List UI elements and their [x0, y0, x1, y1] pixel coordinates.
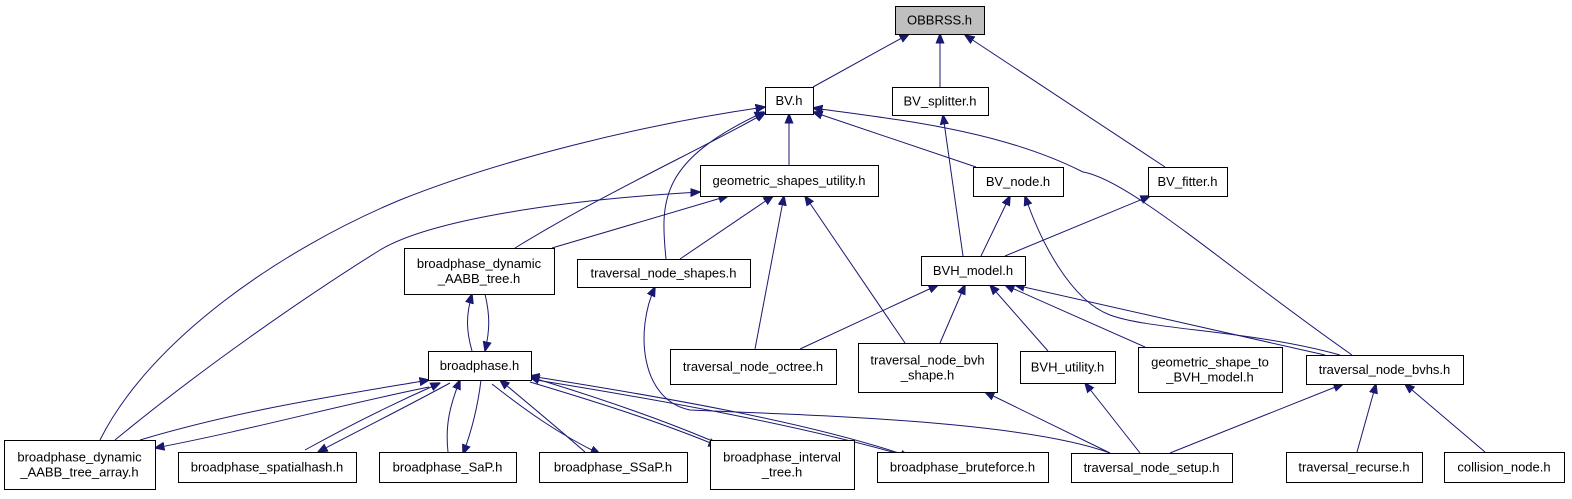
edge-broadphase-to-broadphase-bruteforce: [529, 378, 910, 457]
node-label: BV_splitter.h: [904, 94, 977, 109]
edge-traversal-node-setup-to-traversal-node-bvhs: [1169, 384, 1343, 454]
node-broadphase-h[interactable]: broadphase.h: [428, 351, 532, 381]
node-bv-fitter-h[interactable]: BV_fitter.h: [1148, 167, 1228, 197]
edge-broadphase-dynamic-aabb-tree-array-to-geometric-shapes-utility: [114, 192, 700, 441]
edge-bv-to-obbrss: [812, 34, 909, 88]
node-traversal-node-octree-h[interactable]: traversal_node_octree.h: [670, 349, 837, 385]
edge-traversal-node-octree-to-bvh-model: [799, 285, 938, 350]
node-label: _AABB_tree.h: [437, 271, 520, 286]
edge-traversal-node-shapes-to-bv: [663, 112, 764, 260]
node-collision-node-h[interactable]: collision_node.h: [1444, 452, 1565, 483]
node-obbrss-h[interactable]: OBBRSS.h: [895, 6, 985, 35]
node-label: broadphase_spatialhash.h: [191, 460, 344, 475]
edge-bvh-utility-to-bvh-model: [990, 285, 1049, 352]
node-label: collision_node.h: [1457, 460, 1550, 475]
node-label: OBBRSS.h: [907, 13, 972, 28]
dependency-edges: [99, 34, 1486, 457]
edge-traversal-node-octree-to-geometric-shapes-utility: [754, 196, 784, 350]
node-label: broadphase.h: [440, 358, 520, 373]
node-traversal-node-setup-h[interactable]: traversal_node_setup.h: [1071, 453, 1233, 483]
node-broadphase-ssap-h[interactable]: broadphase_SSaP.h: [539, 452, 688, 483]
edge-bvh-model-to-bv-fitter: [1004, 196, 1150, 257]
node-label: geometric_shape_to: [1151, 355, 1269, 370]
node-label: traversal_recurse.h: [1298, 460, 1409, 475]
node-label: _shape.h: [900, 368, 955, 383]
node-broadphase-sap-h[interactable]: broadphase_SaP.h: [379, 452, 517, 483]
node-bvh-model-h[interactable]: BVH_model.h: [921, 256, 1026, 286]
node-broadphase-dynamic-aabb-tree-h[interactable]: broadphase_dynamic_AABB_tree.h: [404, 248, 555, 295]
edge-traversal-node-bvh-shape-to-geometric-shapes-utility: [805, 196, 906, 344]
node-traversal-recurse-h[interactable]: traversal_recurse.h: [1286, 452, 1423, 483]
node-label: broadphase_SaP.h: [393, 460, 503, 475]
edge-broadphase-to-broadphase-dynamic-aabb-tree-array: [155, 386, 430, 448]
node-label: _BVH_model.h: [1165, 370, 1253, 385]
node-geometric-shapes-utility-h[interactable]: geometric_shapes_utility.h: [700, 165, 879, 197]
edge-bv-fitter-to-obbrss: [965, 35, 1166, 168]
node-broadphase-interval-tree-h[interactable]: broadphase_interval_tree.h: [710, 440, 855, 490]
edge-broadphase-ssap-to-broadphase: [500, 380, 586, 453]
edge-traversal-node-bvhs-to-bv-node: [1025, 196, 1341, 356]
edge-bv-node-to-bv: [813, 112, 977, 168]
edge-geometric-shape-to-bvh-model-to-bvh-model: [1005, 285, 1146, 348]
edge-traversal-node-bvhs-to-bvh-model: [1015, 285, 1326, 356]
node-bvh-utility-h[interactable]: BVH_utility.h: [1020, 351, 1116, 384]
edge-broadphase-dynamic-aabb-tree-to-geometric-shapes-utility: [551, 196, 728, 249]
edge-broadphase-to-broadphase-interval-tree: [529, 381, 718, 446]
node-bv-h[interactable]: BV.h: [765, 87, 814, 115]
edge-broadphase-interval-tree-to-broadphase: [530, 377, 711, 441]
edge-broadphase-spatialhash-to-broadphase: [304, 383, 440, 451]
node-label: BV.h: [776, 93, 803, 108]
edge-broadphase-to-broadphase-dynamic-aabb-tree: [468, 294, 473, 352]
node-label: traversal_node_bvhs.h: [1319, 362, 1451, 377]
edge-traversal-node-setup-to-bvh-utility: [1085, 383, 1141, 454]
edge-traversal-node-shapes-to-geometric-shapes-utility: [679, 196, 773, 260]
edge-broadphase-dynamic-aabb-tree-to-bv: [514, 113, 765, 249]
node-bv-node-h[interactable]: BV_node.h: [973, 167, 1064, 197]
node-broadphase-dynamic-aabb-tree-array-h[interactable]: broadphase_dynamic_AABB_tree_array.h: [4, 440, 156, 490]
edge-traversal-recurse-to-traversal-node-bvhs: [1356, 384, 1376, 453]
edge-bvh-model-to-bv-node: [980, 196, 1010, 257]
edge-broadphase-to-broadphase-sap: [463, 379, 482, 454]
edge-broadphase-dynamic-aabb-tree-array-to-bv: [99, 107, 765, 441]
edge-broadphase-sap-to-broadphase: [446, 380, 460, 453]
node-label: _tree.h: [761, 465, 802, 480]
node-label: broadphase_dynamic: [417, 256, 542, 271]
edge-traversal-node-bvh-shape-to-bvh-model: [939, 285, 965, 344]
node-label: BV_node.h: [986, 174, 1050, 189]
edge-bvh-model-to-bv-splitter: [943, 115, 964, 257]
edge-traversal-node-setup-to-traversal-node-shapes: [643, 287, 1111, 454]
edge-collision-node-to-traversal-node-bvhs: [1405, 384, 1486, 453]
node-label: BV_fitter.h: [1158, 174, 1218, 189]
node-label: BVH_utility.h: [1031, 360, 1104, 375]
node-traversal-node-bvhs-h[interactable]: traversal_node_bvhs.h: [1306, 355, 1464, 385]
node-label: traversal_node_shapes.h: [591, 266, 737, 281]
edge-broadphase-to-broadphase-spatialhash: [318, 382, 451, 452]
node-label: broadphase_bruteforce.h: [890, 460, 1035, 475]
node-bv-splitter-h[interactable]: BV_splitter.h: [892, 87, 989, 116]
edge-broadphase-to-broadphase-ssap: [491, 383, 600, 454]
node-label: _AABB_tree_array.h: [19, 465, 138, 480]
node-traversal-node-shapes-h[interactable]: traversal_node_shapes.h: [577, 259, 751, 288]
node-label: broadphase_interval: [723, 450, 841, 465]
edge-broadphase-dynamic-aabb-tree-to-broadphase: [485, 293, 489, 351]
edge-broadphase-dynamic-aabb-tree-array-to-broadphase: [139, 380, 429, 441]
node-label: traversal_node_bvh: [870, 353, 984, 368]
edge-broadphase-bruteforce-to-broadphase: [530, 376, 906, 456]
node-broadphase-bruteforce-h[interactable]: broadphase_bruteforce.h: [877, 452, 1049, 483]
node-label: broadphase_SSaP.h: [554, 460, 672, 475]
node-label: traversal_node_setup.h: [1084, 460, 1220, 475]
header-nodes: OBBRSS.h BV.h BV_splitter.h geometric_sh…: [4, 6, 1565, 490]
node-broadphase-spatialhash-h[interactable]: broadphase_spatialhash.h: [178, 452, 357, 483]
node-geometric-shape-to-bvh-model-h[interactable]: geometric_shape_to_BVH_model.h: [1138, 347, 1283, 393]
node-label: traversal_node_octree.h: [683, 359, 823, 374]
node-label: BVH_model.h: [933, 263, 1013, 278]
node-label: geometric_shapes_utility.h: [713, 173, 866, 188]
edge-traversal-node-setup-to-traversal-node-bvh-shape: [985, 392, 1111, 454]
edge-traversal-node-bvhs-to-bv: [813, 108, 1353, 356]
node-label: broadphase_dynamic: [17, 450, 142, 465]
node-traversal-node-bvh-shape-h[interactable]: traversal_node_bvh_shape.h: [858, 343, 998, 393]
